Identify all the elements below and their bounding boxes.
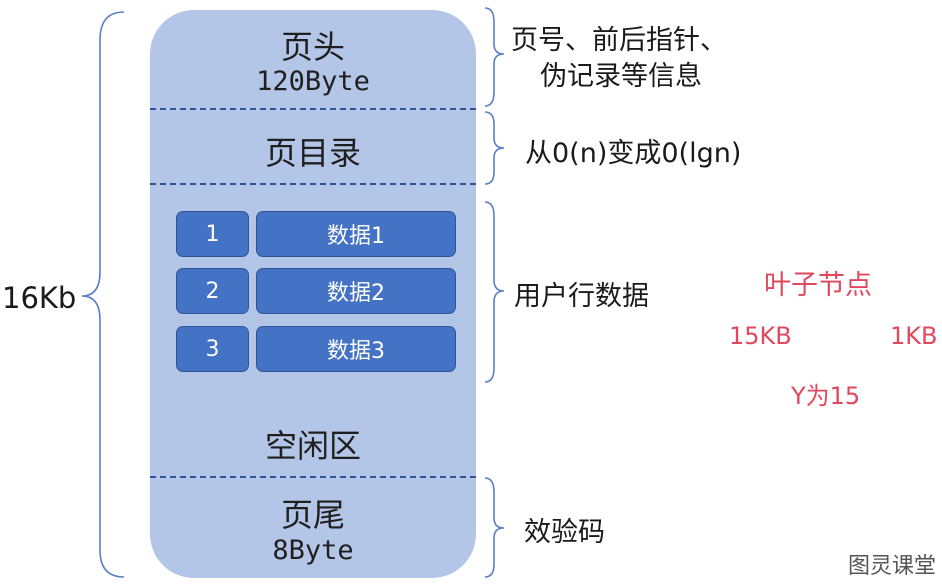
row-data: 数据3 — [256, 326, 456, 372]
row-number: 3 — [176, 326, 249, 372]
left-size-label: 16Kb — [2, 281, 77, 315]
header-size: 120Byte — [256, 66, 370, 97]
annotation-rows: 用户行数据 — [514, 281, 649, 312]
divider-trailer — [150, 476, 476, 478]
brace-header — [484, 7, 505, 107]
watermark: 图灵课堂 — [847, 554, 936, 579]
annotation-directory: 从0(n)变成0(lgn) — [525, 138, 742, 169]
annotation-header-line2: 伪记录等信息 — [540, 61, 702, 92]
divider-directory — [150, 183, 476, 185]
divider-header — [150, 108, 476, 110]
note-leaf-node: 叶子节点 — [764, 270, 872, 301]
note-right-size: 1KB — [890, 322, 938, 350]
trailer-size: 8Byte — [272, 535, 354, 566]
trailer-title: 页尾 — [280, 496, 345, 534]
directory-title: 页目录 — [264, 134, 361, 172]
brace-trailer — [484, 477, 505, 578]
brace-directory — [484, 111, 505, 185]
left-brace — [81, 11, 125, 578]
row-data: 数据1 — [256, 211, 456, 257]
annotation-header-line1: 页号、前后指针、 — [511, 25, 727, 56]
brace-rows — [484, 201, 505, 383]
row-number: 2 — [176, 268, 249, 314]
note-y-value: Y为15 — [791, 382, 861, 410]
row-number: 1 — [176, 211, 249, 257]
header-title: 页头 — [280, 28, 345, 66]
note-left-size: 15KB — [729, 322, 792, 350]
free-space-title: 空闲区 — [264, 427, 361, 465]
annotation-trailer: 效验码 — [524, 517, 605, 548]
row-data: 数据2 — [256, 268, 456, 314]
